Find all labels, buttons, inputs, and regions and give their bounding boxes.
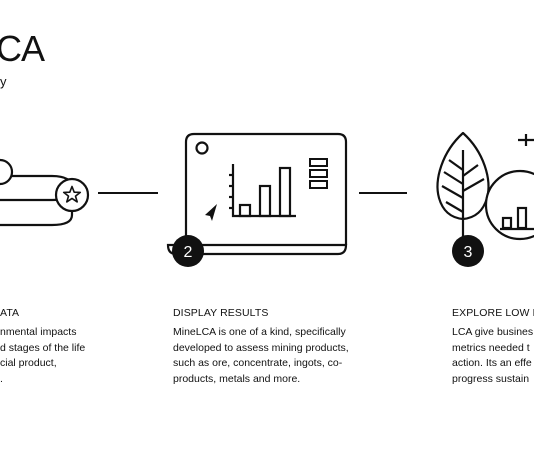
step-3-line: action. Its an effe: [452, 357, 532, 369]
step-1-description: nmental impacts d stages of the life cia…: [0, 325, 85, 387]
step-badge-3: 3: [452, 235, 484, 267]
list-icon: [309, 158, 328, 189]
step-1-line: .: [0, 372, 3, 385]
step-2-line: such as ore, concentrate, ingots, co-: [173, 357, 343, 369]
magnifier-icon: [484, 134, 534, 241]
step-1-line: cial product,: [0, 357, 57, 369]
step-3-description: LCA give busines metrics needed t action…: [452, 325, 533, 387]
step-2-description: MineLCA is one of a kind, specifically d…: [173, 325, 349, 387]
step-1-line: d stages of the life: [0, 341, 86, 354]
page-subtitle: y: [0, 74, 7, 89]
step-2-heading: DISPLAY RESULTS: [173, 307, 269, 319]
svg-text:3: 3: [464, 244, 473, 261]
svg-text:2: 2: [184, 244, 193, 261]
page-title: CA: [0, 28, 45, 69]
step-badge-2: 2: [172, 235, 204, 267]
leaf-icon: [436, 131, 490, 240]
step-3-heading: EXPLORE LOW IM: [452, 307, 534, 319]
step-3-line: progress sustain: [452, 372, 530, 385]
step-3-line: metrics needed t: [452, 341, 530, 354]
step-1-heading: ATA: [0, 307, 20, 319]
step-3-line: LCA give busines: [452, 326, 534, 338]
star-badge-icon: [54, 177, 90, 213]
monitor-icon: [166, 132, 348, 256]
bar-chart-icon: [229, 164, 296, 218]
step-1-line: nmental impacts: [0, 326, 77, 338]
step-2-line: developed to assess mining products,: [173, 341, 349, 354]
step-2-line: products, metals and more.: [173, 372, 301, 385]
step-2-line: MineLCA is one of a kind, specifically: [173, 326, 346, 338]
cursor-icon: [205, 204, 217, 221]
